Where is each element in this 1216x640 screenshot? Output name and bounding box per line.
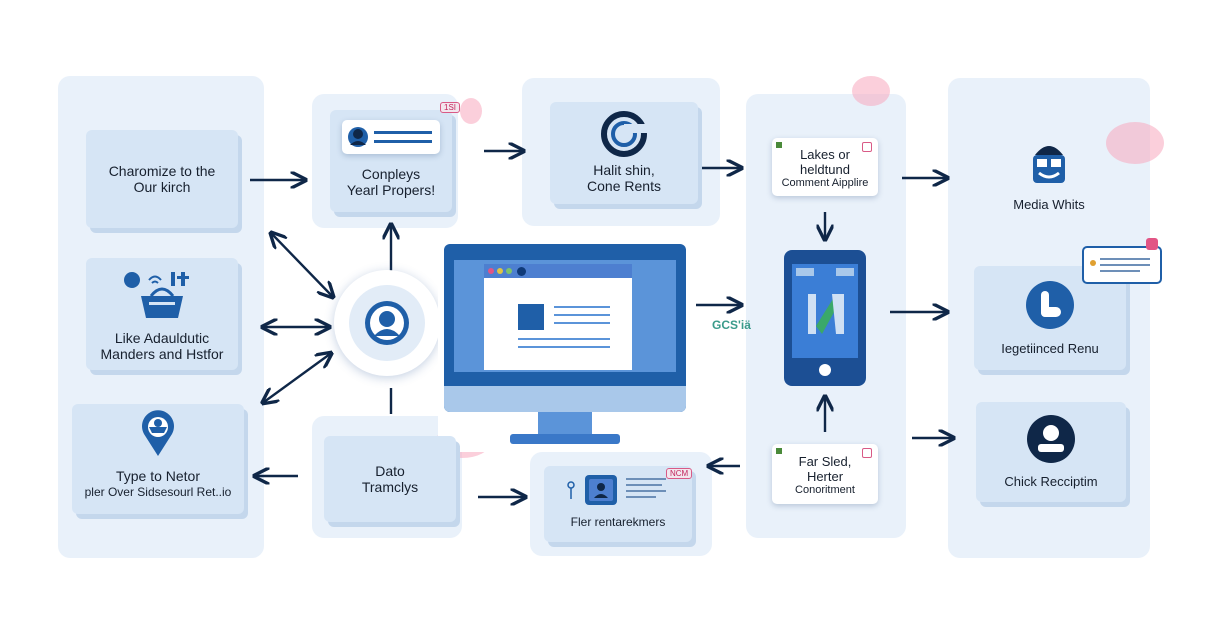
location-pin-icon <box>142 410 174 456</box>
brand-logo: GCS'iä <box>712 318 751 332</box>
pin-marker-icon <box>567 481 575 499</box>
right-card-bottom-subtitle: Conoritment <box>795 484 855 496</box>
profile-bar <box>342 120 440 154</box>
right-card-bottom[interactable]: Far Sled, Herter Conoritment <box>772 444 878 504</box>
floating-note-card <box>1082 238 1162 284</box>
top-center-card-label: Conpleys Yearl Propers! <box>346 166 436 198</box>
social-basket-icon <box>124 272 189 318</box>
right-card-top[interactable]: Lakes or heldtund Comment Aipplire <box>772 138 878 196</box>
decor-blob <box>460 98 482 124</box>
user-circle-icon <box>1027 415 1075 463</box>
monitor-stand <box>538 412 592 434</box>
target-swirl-icon <box>601 111 648 157</box>
far-right-card-3[interactable]: Chick Recciptim <box>976 402 1126 502</box>
right-card-bottom-title: Far Sled, Herter <box>798 454 852 484</box>
monitor-base <box>510 434 620 444</box>
status-badge: 1SI <box>440 102 461 113</box>
avatar-badge-icon <box>365 301 409 345</box>
center-hub[interactable] <box>334 270 440 376</box>
mid-top-card-label: Halit shin, Cone Rents <box>587 162 661 194</box>
right-card-top-subtitle: Comment Aipplire <box>781 177 869 189</box>
bottom-app-card[interactable]: Fler rentarekmers <box>544 466 692 542</box>
left-card-2[interactable]: Like Adauldutic Manders and Hstfor <box>86 258 238 370</box>
app-logo-icon <box>808 294 844 334</box>
top-center-card[interactable]: Conpleys Yearl Propers! <box>330 110 452 212</box>
decor-blob <box>1106 122 1164 164</box>
app-window-icon <box>585 475 617 505</box>
status-badge: NCM <box>666 468 693 479</box>
far-right-card-2-label: Iegetiinced Renu <box>1001 341 1099 356</box>
monitor-frame <box>444 244 686 412</box>
left-card-1-label: Charomize to the Our kirch <box>108 163 216 195</box>
arrow <box>272 234 332 296</box>
user-profile-icon <box>348 127 432 147</box>
bottom-center-card-label: Dato Tramclys <box>361 463 419 495</box>
left-card-1[interactable]: Charomize to the Our kirch <box>86 130 238 228</box>
bottom-app-card-label: Fler rentarekmers <box>570 515 666 529</box>
arrow <box>264 354 330 402</box>
far-right-card-3-label: Chick Recciptim <box>1004 474 1098 489</box>
bottom-center-card[interactable]: Dato Tramclys <box>324 436 456 522</box>
left-card-3-subtitle: pler Over Sidsesourl Ret..io <box>84 485 232 499</box>
phone-app-icon[interactable] <box>784 250 866 386</box>
far-right-card-1-label: Media Whits <box>1013 196 1085 212</box>
right-card-top-title: Lakes or heldtund <box>800 147 850 177</box>
computer-monitor-icon <box>438 236 692 452</box>
decor-blob <box>852 76 890 106</box>
robot-head-icon <box>1033 145 1065 183</box>
left-card-2-label: Like Adauldutic Manders and Hstfor <box>100 330 224 362</box>
text-lines-icon <box>626 478 666 498</box>
toggle-icon <box>1026 281 1074 329</box>
mid-top-card[interactable]: Halit shin, Cone Rents <box>550 102 698 204</box>
far-right-card-1[interactable]: Media Whits <box>968 124 1130 226</box>
monitor-window[interactable] <box>484 264 632 370</box>
left-card-3-title: Type to Netor <box>115 468 201 484</box>
left-card-3[interactable]: Type to Netor pler Over Sidsesourl Ret..… <box>72 404 244 514</box>
